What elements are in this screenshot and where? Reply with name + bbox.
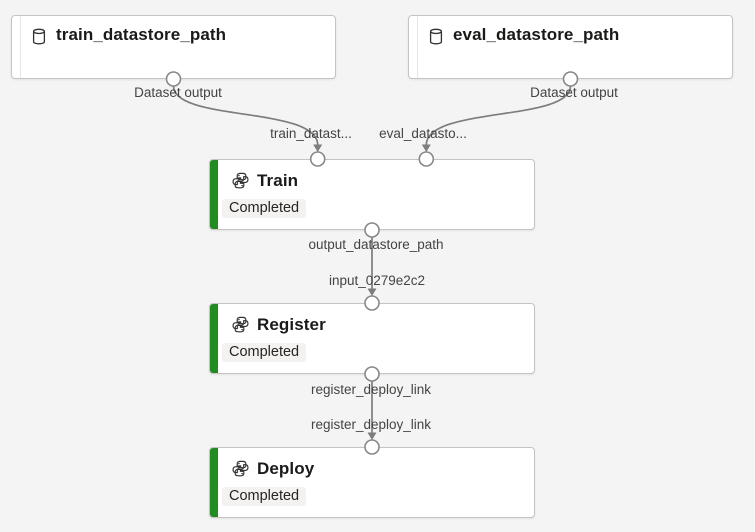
database-icon <box>32 28 46 45</box>
status-bar-completed <box>210 160 218 229</box>
python-icon <box>232 316 249 333</box>
edge-label-dataset-output: Dataset output <box>530 85 618 100</box>
edge-label-train-input: train_datast... <box>270 126 352 141</box>
edge-label-register-output: register_deploy_link <box>310 382 432 397</box>
node-title: train_datastore_path <box>56 25 227 44</box>
port-train-input-right[interactable] <box>418 151 435 167</box>
edge-label-register-input: input_0279e2c2 <box>328 273 426 288</box>
node-deploy[interactable]: Deploy Completed <box>209 447 535 518</box>
edge-label-train-output: output_datastore_path <box>308 237 444 252</box>
port-evaldata-output[interactable] <box>562 71 579 87</box>
arrowhead-icon <box>367 432 377 440</box>
database-icon <box>429 28 443 45</box>
edge-label-dataset-output: Dataset output <box>134 85 222 100</box>
edge-evaldata-to-train[interactable] <box>425 85 572 146</box>
status-badge: Completed <box>222 343 307 362</box>
edge-label-train-input: eval_datasto... <box>379 126 467 141</box>
node-title: Register <box>257 315 326 334</box>
node-left-strip <box>12 16 21 78</box>
status-badge: Completed <box>222 487 307 506</box>
port-traindata-output[interactable] <box>165 71 182 87</box>
arrowhead-icon <box>313 144 323 152</box>
node-title: Deploy <box>257 459 315 478</box>
port-train-output[interactable] <box>364 222 380 238</box>
arrowhead-icon <box>367 288 377 296</box>
node-register[interactable]: Register Completed <box>209 303 535 374</box>
port-deploy-input[interactable] <box>364 439 380 455</box>
node-title: eval_datastore_path <box>453 25 620 44</box>
port-train-input-left[interactable] <box>309 151 326 167</box>
port-register-output[interactable] <box>364 366 380 382</box>
edge-label-deploy-input: register_deploy_link <box>310 417 432 432</box>
status-bar-completed <box>210 304 218 373</box>
python-icon <box>232 460 249 477</box>
status-bar-completed <box>210 448 218 517</box>
status-badge: Completed <box>222 199 307 218</box>
python-icon <box>232 172 249 189</box>
node-train[interactable]: Train Completed <box>209 159 535 230</box>
node-left-strip <box>409 16 418 78</box>
edge-traindata-to-train[interactable] <box>172 85 319 146</box>
arrowhead-icon <box>421 144 431 152</box>
node-eval-datastore-path[interactable]: eval_datastore_path <box>408 15 733 79</box>
node-title: Train <box>257 171 299 190</box>
node-train-datastore-path[interactable]: train_datastore_path <box>11 15 336 79</box>
port-register-input[interactable] <box>364 295 380 311</box>
